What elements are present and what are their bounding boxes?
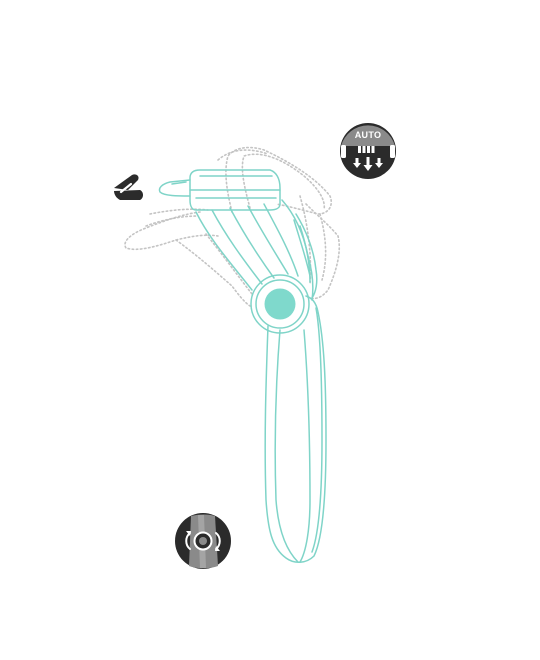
- fingertip-nail: [171, 181, 187, 185]
- auto-grip-left-bar: [341, 145, 346, 158]
- pinch-gesture-upper-jaw: [114, 174, 139, 190]
- wrist-middle-ring: [255, 279, 305, 329]
- rotate-right-arrow-head: [215, 546, 220, 551]
- auto-grip-finger-1: [358, 146, 361, 153]
- wrist-rotation-icon: [175, 513, 231, 569]
- motion-ghost-fingers: [124, 146, 341, 307]
- auto-grip-right-bar: [390, 145, 395, 158]
- metacarpal-line-3: [247, 205, 289, 275]
- rotate-left-arrow-head: [186, 531, 191, 536]
- palm-left-edge: [195, 211, 253, 291]
- pinch-gesture-lower-jaw: [114, 190, 143, 200]
- thumb-inner: [299, 225, 311, 283]
- pinch-gesture-gap: [119, 182, 133, 194]
- forearm-ridge: [299, 329, 311, 563]
- auto-grip-arrow-right: [375, 158, 383, 168]
- auto-grip-icon-top-cap: [341, 125, 395, 146]
- wrist-outer-ring: [250, 274, 310, 334]
- pinch-gesture-icon: [114, 174, 143, 200]
- auto-grip-arrow-left: [353, 158, 361, 168]
- auto-grip-finger-3: [367, 146, 370, 153]
- auto-label: AUTO: [355, 130, 382, 140]
- wrist-rotation-icon-joint-center: [199, 537, 207, 545]
- prosthetic-arm: [158, 169, 327, 563]
- auto-grip-finger-4: [371, 146, 375, 153]
- auto-grip-icon: AUTO: [340, 123, 396, 179]
- metacarpal-line-4: [263, 203, 299, 277]
- forearm-inner-contour: [274, 329, 299, 563]
- forearm-outline: [264, 295, 327, 563]
- finger-block-outline: [189, 169, 281, 211]
- auto-grip-finger-2: [362, 146, 366, 153]
- forearm-edge-detail: [311, 307, 323, 553]
- fingertip: [158, 179, 191, 197]
- metacarpal-line-2: [229, 207, 275, 279]
- wrist-core: [264, 288, 296, 320]
- thumb-outline: [295, 213, 318, 299]
- metacarpal-line-1: [211, 209, 263, 285]
- auto-grip-arrow-center: [363, 157, 373, 171]
